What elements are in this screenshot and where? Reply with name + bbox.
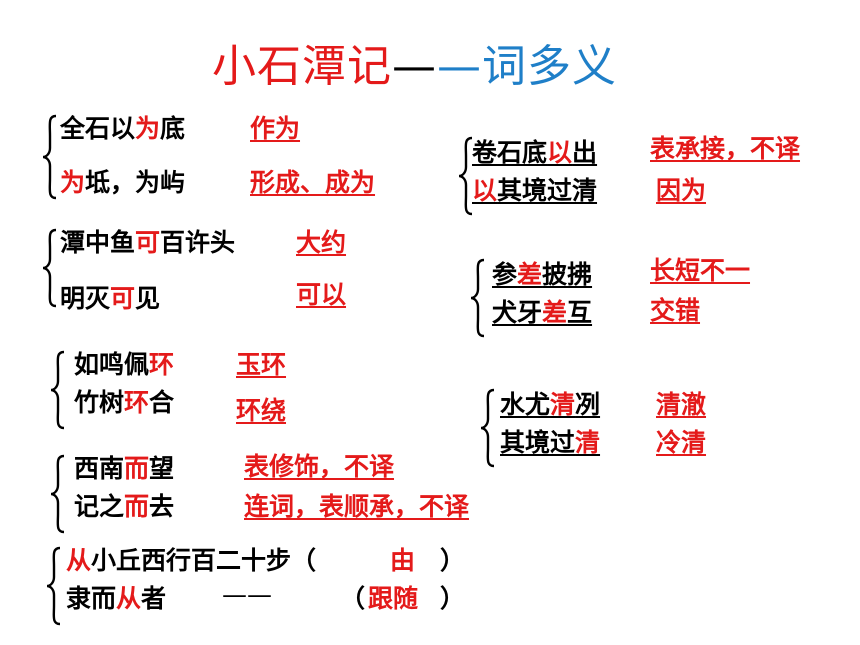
huan-meaning-1: 玉环 [236,350,287,379]
qing-meaning-1: 清澈 [656,390,707,419]
wei-meaning-1: 作为 [250,114,301,143]
wei-sentence-2: 为坻，为屿 [60,168,186,197]
cha-sentence-2: 犬牙差互 [492,298,593,327]
title-main: 小石潭记 [212,41,392,92]
brace-cong [46,546,61,626]
brace-yi [458,136,473,216]
cha-sentence-1: 参差披拂 [492,260,593,289]
title-sub: 词多义 [482,41,617,92]
er-sentence-1: 西南而望 [74,454,175,483]
ke-meaning-1: 大约 [296,228,347,257]
ke-sentence-1: 潭中鱼可百许头 [60,228,236,257]
cong-open-paren-2: （ [340,584,366,613]
huan-meaning-2: 环绕 [236,396,287,425]
brace-huan [50,350,65,430]
cha-meaning-2: 交错 [650,296,701,325]
cong-close-paren-1: ） [440,546,466,575]
huan-sentence-1: 如鸣佩环 [74,350,175,379]
cong-meaning-1: 由 [390,546,416,575]
yi-sentence-2: 以其境过清 [472,176,598,205]
cong-meaning-2: 跟随 [368,584,419,613]
huan-sentence-2: 竹树环合 [74,388,175,417]
brace-ke [42,228,57,308]
cong-sentence-2: 隶而从者 [66,584,167,613]
brace-qing [480,388,495,468]
cong-close-paren-2: ） [440,584,466,613]
ke-sentence-2: 明灭可见 [60,284,161,313]
qing-sentence-2: 其境过清 [500,428,601,457]
page-title: 小石潭记——词多义 [212,30,617,94]
brace-wei [42,114,57,200]
er-sentence-2: 记之而去 [74,492,175,521]
yi-sentence-1: 卷石底以出 [472,138,598,167]
title-dash-black: — [392,41,437,92]
ke-meaning-2: 可以 [296,280,347,309]
qing-meaning-2: 冷清 [656,428,707,457]
wei-sentence-1: 全石以为底 [60,114,186,143]
title-dash-blue: — [437,41,482,92]
brace-er [50,454,65,534]
qing-sentence-1: 水尤清冽 [500,390,601,419]
yi-meaning-2: 因为 [656,176,707,205]
cha-meaning-1: 长短不一 [650,256,751,285]
er-meaning-2: 连词，表顺承，不译 [244,492,470,521]
yi-meaning-1: 表承接，不译 [650,134,801,163]
er-meaning-1: 表修饰，不译 [244,452,395,481]
wei-meaning-2: 形成、成为 [250,168,376,197]
brace-cha [470,258,485,338]
cong-dash: —— [222,580,272,609]
cong-sentence-1: 从小丘西行百二十步（ [66,546,317,575]
